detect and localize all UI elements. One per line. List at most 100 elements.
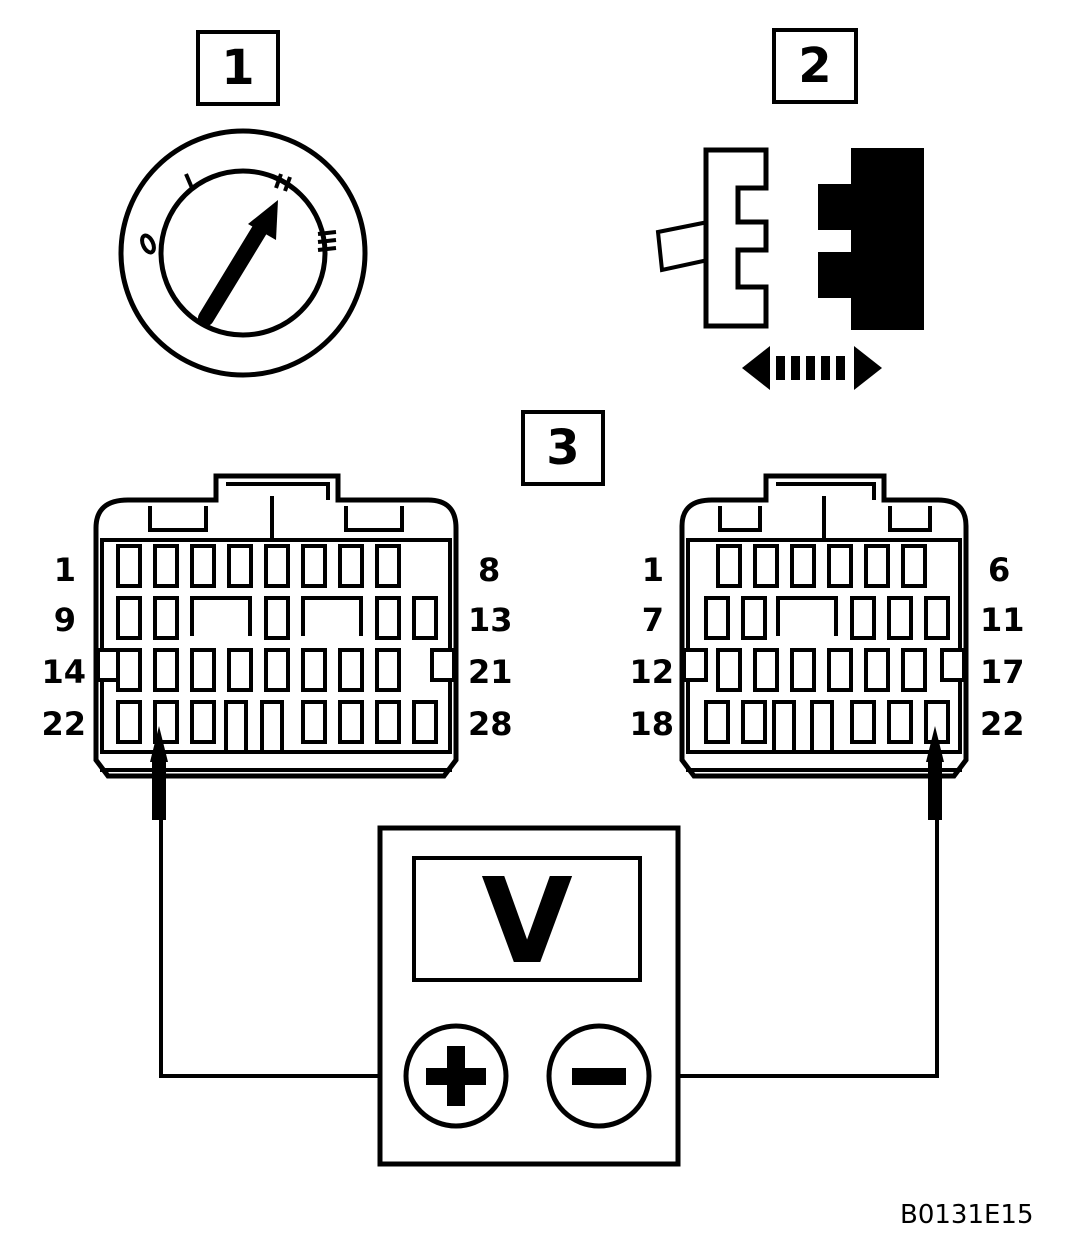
test-leads bbox=[159, 818, 939, 1078]
arrow-dash bbox=[836, 356, 845, 380]
ignition-pos2-mark-a bbox=[274, 173, 283, 189]
conn-b-row3-start: 12 bbox=[629, 653, 674, 691]
pin-cavity bbox=[264, 596, 290, 640]
connector-disconnect-illustration bbox=[655, 147, 924, 390]
pin-cavity bbox=[887, 700, 913, 744]
pin-cavity bbox=[753, 544, 779, 588]
conn-b-row2-start: 7 bbox=[641, 601, 664, 639]
pin-cavity bbox=[264, 648, 290, 692]
pin-cavity bbox=[412, 596, 438, 640]
pin-cavity bbox=[716, 544, 742, 588]
pin-cavity bbox=[338, 544, 364, 588]
voltmeter bbox=[377, 825, 681, 1167]
minus-sign bbox=[572, 1068, 626, 1085]
pin-cavity bbox=[412, 700, 438, 744]
step-1-label: 1 bbox=[221, 40, 255, 96]
pin-cavity bbox=[338, 648, 364, 692]
ignition-pos3-mark-b bbox=[317, 238, 337, 244]
pin-cavity bbox=[375, 596, 401, 640]
arrow-dash bbox=[806, 356, 815, 380]
connector-a-shoulders bbox=[148, 506, 404, 532]
pin-cavity bbox=[827, 544, 853, 588]
pin-cavity bbox=[850, 700, 876, 744]
connector-socket-half bbox=[818, 148, 924, 330]
connector-b-pins bbox=[704, 544, 950, 752]
pin-cavity bbox=[153, 596, 179, 640]
pin-cavity bbox=[901, 544, 927, 588]
probe-point-right bbox=[926, 726, 944, 762]
conn-a-row1-start: 1 bbox=[53, 551, 76, 589]
ignition-position-marks bbox=[140, 173, 337, 255]
pin-cavity bbox=[827, 648, 853, 692]
pin-cavity bbox=[790, 544, 816, 588]
figure-reference-code: B0131E15 bbox=[900, 1200, 1034, 1230]
pin-cavity bbox=[375, 700, 401, 744]
ignition-pos1-mark bbox=[184, 173, 194, 189]
pin-cavity bbox=[901, 648, 927, 692]
arrow-dash bbox=[821, 356, 830, 380]
connector-28-pin bbox=[93, 473, 459, 820]
connector-b-latch bbox=[776, 482, 876, 500]
pin-cavity bbox=[338, 700, 364, 744]
step-2-label: 2 bbox=[798, 38, 832, 94]
pin-cavity bbox=[790, 648, 816, 692]
ignition-key-arrowhead bbox=[248, 200, 278, 240]
conn-b-row4-start: 18 bbox=[629, 705, 674, 743]
voltmeter-display bbox=[412, 856, 642, 982]
pin-cavity bbox=[887, 596, 913, 640]
conn-a-row1-end: 8 bbox=[478, 551, 501, 589]
ignition-key-shaft bbox=[198, 218, 270, 326]
arrow-head-right bbox=[854, 346, 882, 390]
pin-cavity-wide bbox=[260, 700, 284, 752]
connector-a-latch bbox=[226, 482, 330, 500]
step-1-box: 1 bbox=[196, 30, 280, 106]
connector-b-key-left bbox=[682, 648, 708, 682]
pin-cavity bbox=[375, 648, 401, 692]
step-2-box: 2 bbox=[772, 28, 858, 104]
pin-cavity bbox=[264, 544, 290, 588]
conn-b-row3-end: 17 bbox=[980, 653, 1025, 691]
conn-a-row4-start: 22 bbox=[41, 705, 86, 743]
pin-cavity bbox=[227, 648, 253, 692]
lead-positive bbox=[159, 818, 408, 1078]
pin-cavity bbox=[716, 648, 742, 692]
ignition-pos3-mark-a bbox=[317, 230, 337, 236]
probe-tip-right bbox=[928, 760, 942, 820]
disconnect-double-arrow bbox=[742, 346, 882, 390]
pin-cavity bbox=[301, 544, 327, 588]
conn-b-row2-end: 11 bbox=[980, 601, 1025, 639]
step-3-box: 3 bbox=[521, 410, 605, 486]
pin-cavity bbox=[116, 648, 142, 692]
connector-a-pins bbox=[116, 544, 438, 752]
conn-b-row1-start: 1 bbox=[641, 551, 664, 589]
pin-cavity bbox=[753, 648, 779, 692]
ignition-pos2-mark-b bbox=[283, 176, 292, 192]
connector-cable bbox=[655, 219, 710, 273]
conn-a-row4-end: 28 bbox=[468, 705, 513, 743]
pin-cavity bbox=[864, 544, 890, 588]
pin-cavity bbox=[153, 544, 179, 588]
pin-cavity bbox=[153, 648, 179, 692]
connector-plug-half bbox=[703, 147, 769, 329]
pin-cavity bbox=[864, 648, 890, 692]
pin-cavity bbox=[301, 648, 327, 692]
pin-cavity bbox=[924, 596, 950, 640]
pin-cavity bbox=[704, 700, 730, 744]
conn-a-row3-start: 14 bbox=[41, 653, 86, 691]
step-3-label: 3 bbox=[546, 420, 580, 476]
pin-cavity bbox=[116, 700, 142, 744]
conn-b-row4-end: 22 bbox=[980, 705, 1025, 743]
ignition-pos0-mark bbox=[140, 233, 156, 255]
pin-cavity-wide bbox=[776, 596, 838, 636]
plus-sign-vertical bbox=[447, 1046, 465, 1106]
pin-cavity bbox=[116, 596, 142, 640]
pin-cavity bbox=[190, 648, 216, 692]
connector-a-key-right bbox=[430, 648, 456, 682]
ignition-pos3-mark-c bbox=[317, 246, 337, 252]
arrow-dash bbox=[776, 356, 785, 380]
conn-b-row1-end: 6 bbox=[988, 551, 1011, 589]
voltmeter-unit-label: V bbox=[481, 852, 573, 990]
pin-cavity bbox=[850, 596, 876, 640]
pin-cavity bbox=[301, 700, 327, 744]
